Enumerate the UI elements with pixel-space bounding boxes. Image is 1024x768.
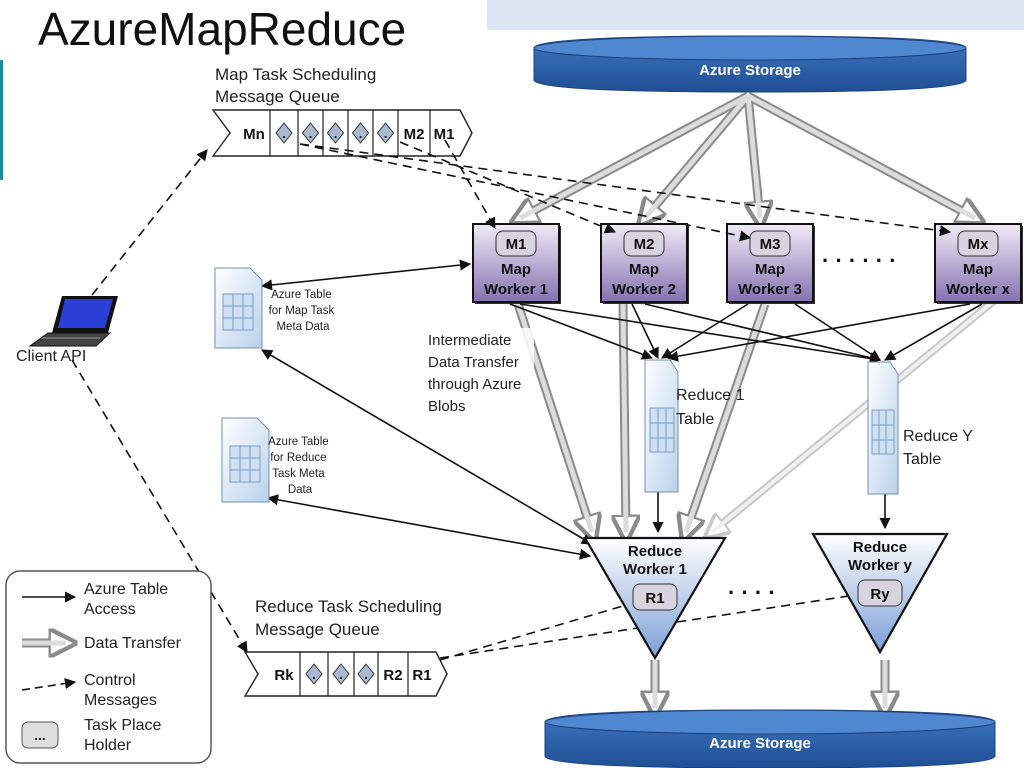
- reduce-meta-line-2: for Reduce: [270, 452, 326, 464]
- reduce-queue-cell: .: [339, 667, 343, 682]
- storage-top-label: Azure Storage: [699, 62, 801, 79]
- reduce-meta-line-3: Task Meta: [272, 468, 325, 480]
- reduce-meta-line-4: Data: [288, 484, 313, 496]
- reduce-worker-tag: Ry: [870, 586, 890, 603]
- map-worker-tag: M2: [634, 236, 655, 253]
- intermediate-line-1: Intermediate: [428, 332, 511, 349]
- reduce-queue-cell: R2: [383, 667, 402, 684]
- legend-control-2: Messages: [84, 692, 157, 709]
- legend: Azure Table Access Data Transfer Control…: [5, 570, 212, 764]
- map-table-line-1: Azure Table: [271, 289, 332, 301]
- map-worker-label: Map: [501, 261, 531, 278]
- slide-title: AzureMapReduce: [38, 3, 407, 55]
- reducey-table: Reduce Y Table: [867, 361, 973, 495]
- reduce-worker-label: Reduce: [853, 539, 907, 556]
- map-worker-label: Worker 1: [484, 281, 548, 298]
- map-worker-label: Map: [963, 261, 993, 278]
- svg-text:Azure Table for Map Task: Azure Table for Map Task Meta Data: [269, 289, 338, 333]
- legend-control-1: Control: [84, 672, 136, 689]
- map-queue-cell: .: [359, 126, 363, 141]
- intermediate-line-3: through Azure: [428, 376, 521, 393]
- client-api-label: Client API: [16, 348, 86, 365]
- svg-text:Control Messages: Control Messages: [84, 672, 157, 709]
- reduce-meta-table: Azure Table for Reduce Task Meta Data: [221, 417, 332, 503]
- intermediate-line-2: Data Transfer: [428, 354, 519, 371]
- reduce-queue-cell: R1: [412, 667, 431, 684]
- reduce-queue-cell: Rk: [274, 667, 294, 684]
- reducey-table-label-2: Table: [903, 451, 941, 468]
- map-worker-tag: Mx: [968, 236, 989, 253]
- legend-placeholder-1: Task Place: [84, 717, 161, 734]
- map-worker-label: Map: [629, 261, 659, 278]
- reduce1-table-label-2: Table: [676, 411, 714, 428]
- map-queue-cell: .: [309, 126, 313, 141]
- map-queue-label-1: Map Task Scheduling: [215, 65, 376, 84]
- legend-placeholder-icon: ...: [34, 727, 46, 743]
- map-worker-tag: M3: [760, 236, 781, 253]
- map-worker-label: Worker 2: [612, 281, 676, 298]
- intermediate-line-4: Blobs: [428, 398, 466, 415]
- map-queue-cell: M2: [404, 126, 425, 143]
- reduce1-table: Reduce 1 Table: [644, 359, 745, 493]
- legend-data-transfer: Data Transfer: [84, 635, 182, 652]
- reduce-queue-cell: .: [364, 667, 368, 682]
- reduce-worker-label: Worker y: [848, 557, 913, 574]
- map-meta-table: Azure Table for Map Task Meta Data: [214, 267, 338, 349]
- map-queue-cell: M1: [434, 126, 455, 143]
- reduce-worker-label: Reduce: [628, 543, 682, 560]
- svg-text:Intermediate Data Transf: Intermediate Data Transfer through Azure…: [428, 332, 526, 415]
- svg-text:Task Place Holder: Task Place Holder: [84, 717, 166, 754]
- reduce1-table-label-1: Reduce 1: [676, 387, 745, 404]
- map-worker-label: Map: [755, 261, 785, 278]
- map-queue-cell: .: [282, 126, 286, 141]
- reduce-worker-ellipsis: · · · ·: [728, 580, 776, 605]
- intermediate-transfer-label: Intermediate Data Transfer through Azure…: [424, 328, 534, 415]
- svg-text:Azure Table for Reduce: Azure Table for Reduce Task Meta Data: [268, 436, 332, 496]
- map-table-line-3: Meta Data: [276, 321, 330, 333]
- map-queue-cell: .: [384, 126, 388, 141]
- map-table-line-2: for Map Task: [269, 305, 335, 317]
- svg-text:Azure Table Access: Azure Table Access: [84, 581, 173, 618]
- reduce-queue-label-2: Message Queue: [255, 620, 380, 639]
- reduce-worker-label: Worker 1: [623, 561, 687, 578]
- map-queue-cell: Mn: [243, 126, 265, 143]
- map-worker-label: Worker 3: [738, 281, 802, 298]
- legend-table-access-1: Azure Table: [84, 581, 168, 598]
- reducey-table-label-1: Reduce Y: [903, 428, 973, 445]
- azure-storage-bottom: Azure Storage: [544, 709, 996, 768]
- client-laptop-icon: [28, 296, 118, 347]
- map-worker-ellipsis: · · · · · ·: [822, 248, 897, 273]
- control-message-arrows: [71, 139, 952, 661]
- reduce-worker-tag: R1: [645, 590, 664, 607]
- legend-table-access-2: Access: [84, 601, 136, 618]
- storage-bottom-label: Azure Storage: [709, 735, 811, 752]
- map-worker-label: Worker x: [946, 281, 1011, 298]
- reduce-queue-cell: .: [312, 667, 316, 682]
- table-access-arrows: [260, 259, 983, 560]
- reduce-queue-label-1: Reduce Task Scheduling: [255, 597, 442, 616]
- left-accent-bar: [0, 60, 3, 180]
- legend-placeholder-2: Holder: [84, 737, 132, 754]
- azure-storage-top: Azure Storage: [533, 35, 967, 93]
- map-queue-label-2: Message Queue: [215, 87, 340, 106]
- header-band: [487, 0, 1024, 30]
- map-task-queue: Map Task Scheduling Message Queue Mn....…: [211, 65, 473, 157]
- map-worker-tag: M1: [506, 236, 527, 253]
- reduce-task-queue: Reduce Task Scheduling Message Queue Rk.…: [243, 597, 448, 697]
- map-queue-cell: .: [334, 126, 338, 141]
- reduce-meta-line-1: Azure Table: [268, 436, 329, 448]
